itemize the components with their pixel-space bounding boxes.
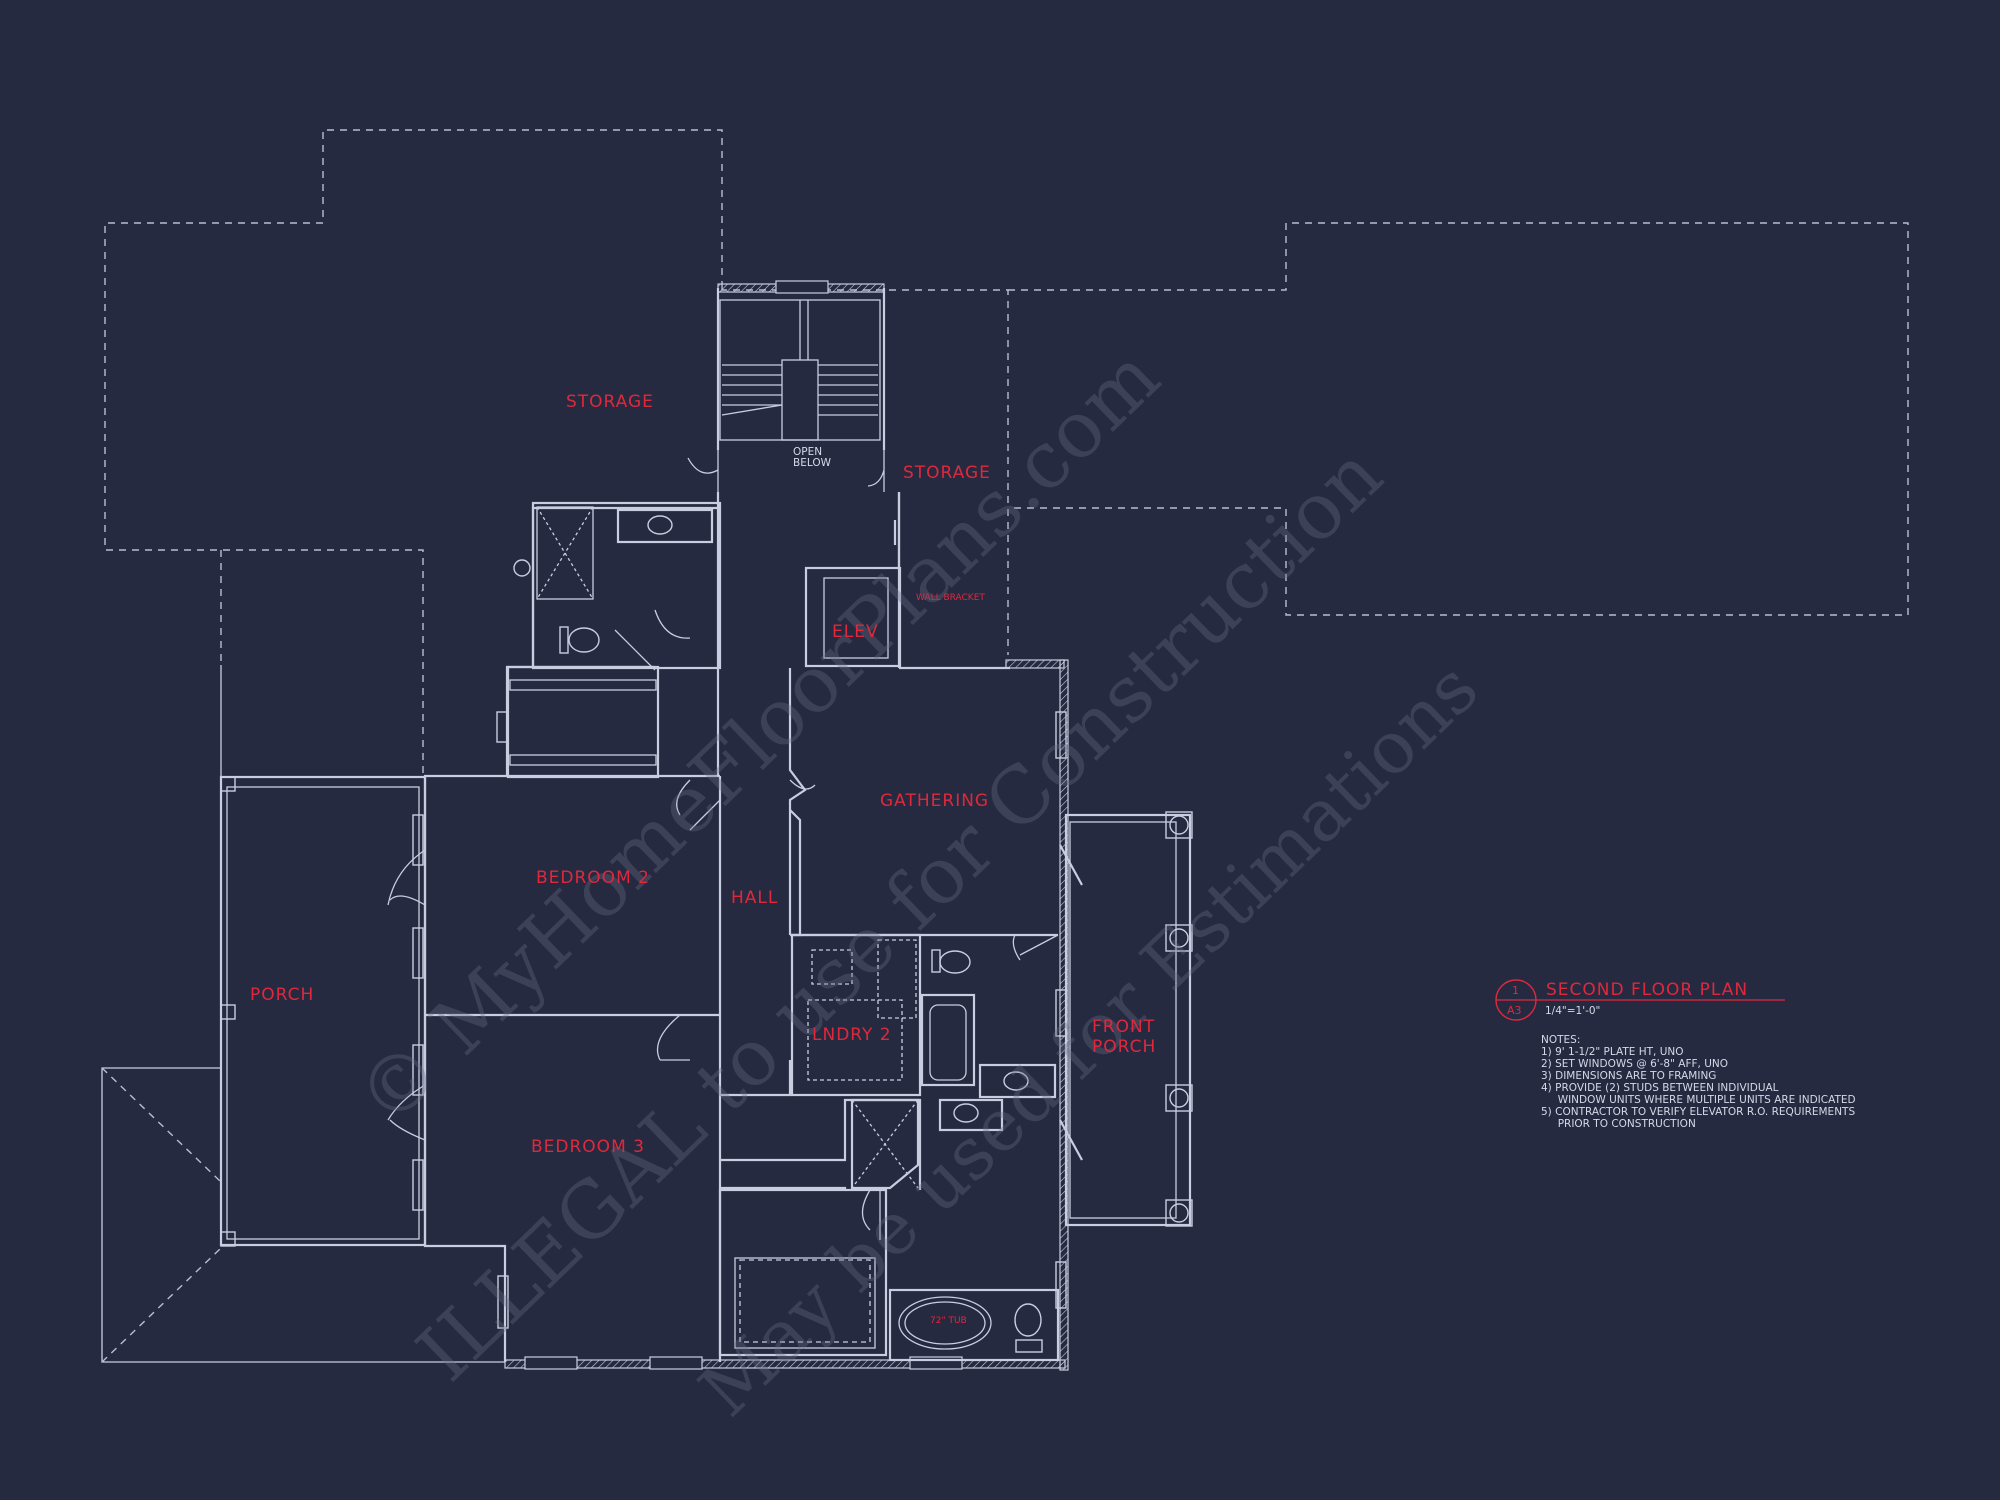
note-line: WINDOW UNITS WHERE MULTIPLE UNITS ARE IN…	[1541, 1094, 1856, 1106]
watermark: © MyHomeFloorPlans.com ILLEGAL to use fo…	[341, 332, 1494, 1433]
title-block: 1 A3 SECOND FLOOR PLAN 1/4"=1'-0"	[1495, 979, 1785, 1021]
note-line: 4) PROVIDE (2) STUDS BETWEEN INDIVIDUAL	[1541, 1082, 1779, 1094]
label-gathering: GATHERING	[880, 791, 989, 811]
label-front-porch-2: PORCH	[1092, 1037, 1156, 1057]
interior-walls	[387, 450, 1083, 1362]
room-labels: STORAGE STORAGE OPEN BELOW ELEV WALL BRA…	[250, 392, 1156, 1326]
plan-scale: 1/4"=1'-0"	[1545, 1005, 1600, 1017]
left-porch	[219, 775, 427, 1247]
label-bedroom-3: BEDROOM 3	[531, 1137, 645, 1157]
note-line: 1) 9' 1-1/2" PLATE HT, UNO	[1541, 1046, 1684, 1058]
label-tub: 72" TUB	[930, 1316, 967, 1326]
note-line: 2) SET WINDOWS @ 6'-8" AFF, UNO	[1541, 1058, 1728, 1070]
plan-title: SECOND FLOOR PLAN	[1546, 980, 1748, 1000]
label-elev-note: WALL BRACKET	[916, 593, 985, 603]
label-storage-right: STORAGE	[903, 463, 991, 483]
label-laundry: LNDRY 2	[812, 1025, 892, 1045]
label-bedroom-2: BEDROOM 2	[536, 868, 650, 888]
label-front-porch-1: FRONT	[1092, 1017, 1155, 1037]
label-hall: HALL	[731, 888, 778, 908]
label-storage-left: STORAGE	[566, 392, 654, 412]
label-porch: PORCH	[250, 985, 314, 1005]
label-elev: ELEV	[832, 622, 879, 642]
front-porch	[1064, 811, 1193, 1227]
stair	[719, 299, 881, 441]
notes-block: NOTES: 1) 9' 1-1/2" PLATE HT, UNO 2) SET…	[1541, 1034, 1856, 1130]
detail-number: 1	[1512, 984, 1519, 997]
roof-outline-left	[104, 129, 723, 776]
notes-heading: NOTES:	[1541, 1034, 1580, 1046]
note-line: 3) DIMENSIONS ARE TO FRAMING	[1541, 1070, 1716, 1082]
note-line: 5) CONTRACTOR TO VERIFY ELEVATOR R.O. RE…	[1541, 1106, 1855, 1118]
label-open-below-2: BELOW	[793, 457, 832, 469]
detail-sheet: A3	[1507, 1004, 1522, 1017]
note-line: PRIOR TO CONSTRUCTION	[1541, 1118, 1696, 1130]
label-open-below-1: OPEN	[793, 446, 822, 458]
